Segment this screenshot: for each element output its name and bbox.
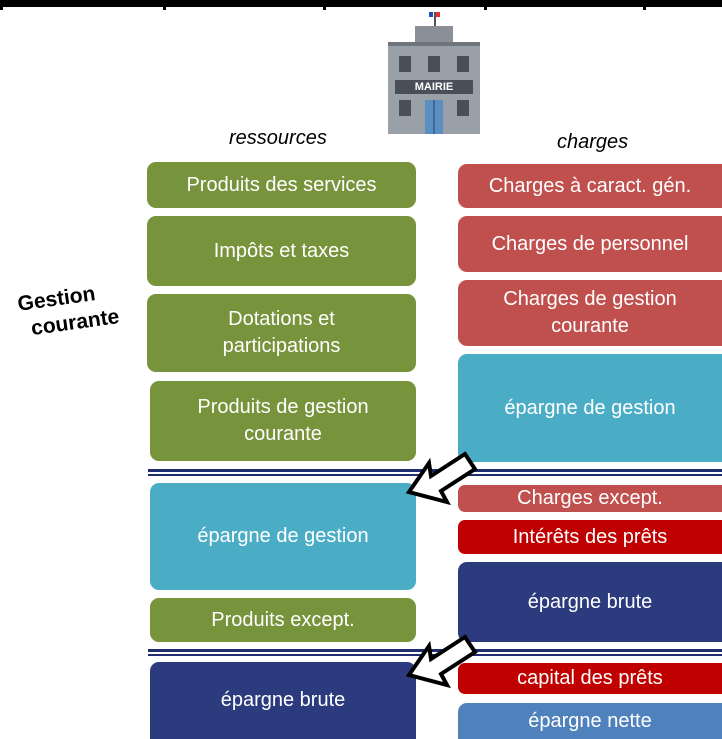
label-charges-caract-gen: Charges à caract. gén. xyxy=(488,174,692,197)
top-column-line xyxy=(643,7,646,10)
label-interets-des-prets: Intérêts des prêts xyxy=(512,525,668,548)
box-charges-de-personnel: Charges de personnel xyxy=(458,216,722,272)
box-epargne-nette: épargne nette xyxy=(458,703,722,739)
box-epargne-brute-charge: épargne brute xyxy=(458,562,722,642)
label-charges-gestion-line1: Charges de gestion xyxy=(503,288,677,310)
box-epargne-brute-ressource: épargne brute xyxy=(150,662,416,739)
label-produits-gestion-line1: Produits de gestion xyxy=(197,396,369,418)
label-epargne-brute-charge: épargne brute xyxy=(527,591,653,613)
box-epargne-de-gestion-charge: épargne de gestion xyxy=(458,354,722,462)
label-charges-except: Charges except. xyxy=(517,487,663,509)
label-epargne-nette: épargne nette xyxy=(528,709,652,732)
box-epargne-de-gestion-ressource: épargne de gestion xyxy=(150,483,416,590)
box-produits-de-gestion-courante: Produits de gestion courante xyxy=(150,381,416,461)
town-hall-icon xyxy=(388,12,480,134)
label-epargne-de-gestion-charge: épargne de gestion xyxy=(504,396,676,419)
box-charges-de-gestion-courante: Charges de gestion courante xyxy=(458,280,722,346)
top-border-strip xyxy=(0,0,722,7)
box-produits-except: Produits except. xyxy=(150,598,416,642)
box-charges-caract-gen: Charges à caract. gén. xyxy=(458,164,722,208)
label-epargne-brute-ressource: épargne brute xyxy=(220,689,346,711)
label-produits-des-services: Produits des services xyxy=(186,173,377,196)
town-hall-sign: MAIRIE xyxy=(414,81,454,93)
header-ressources: ressources xyxy=(229,127,327,149)
top-column-line xyxy=(323,7,326,10)
box-charges-except: Charges except. xyxy=(458,485,722,512)
arrow-left-icon xyxy=(405,451,478,506)
label-produits-gestion-line2: courante xyxy=(244,423,322,445)
gestion-courante-label: Gestion courante xyxy=(16,278,121,343)
arrow-left-icon xyxy=(405,634,478,689)
label-dotations-line2: participations xyxy=(222,335,341,357)
label-charges-gestion-line2: courante xyxy=(551,315,629,337)
label-capital-des-prets: capital des prêts xyxy=(517,667,663,689)
box-impots-et-taxes: Impôts et taxes xyxy=(147,216,416,286)
top-column-line xyxy=(0,7,3,10)
box-produits-des-services: Produits des services xyxy=(147,162,416,208)
header-charges: charges xyxy=(557,131,629,153)
label-produits-except: Produits except. xyxy=(211,608,355,631)
label-impots-et-taxes: Impôts et taxes xyxy=(213,239,350,262)
label-dotations-line1: Dotations et xyxy=(228,308,335,330)
box-capital-des-prets: capital des prêts xyxy=(458,663,722,694)
box-dotations-et-participations: Dotations et participations xyxy=(147,294,416,372)
box-interets-des-prets: Intérêts des prêts xyxy=(458,520,722,554)
label-charges-de-personnel: Charges de personnel xyxy=(491,232,689,255)
label-epargne-de-gestion-ressource: épargne de gestion xyxy=(197,525,369,547)
top-column-line xyxy=(163,7,166,10)
top-column-line xyxy=(484,7,487,10)
